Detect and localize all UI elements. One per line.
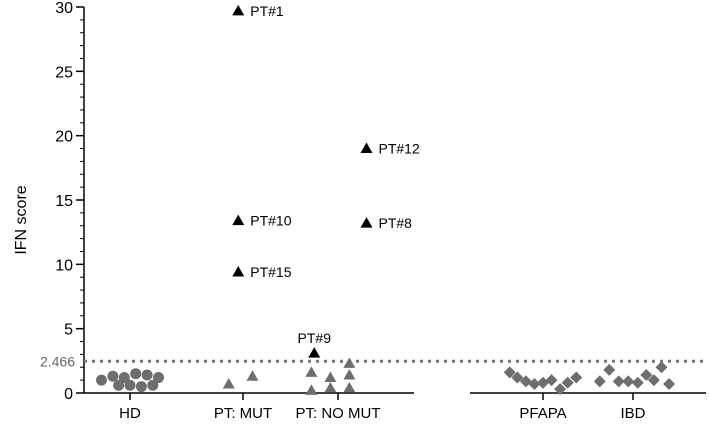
- triangle-marker: [232, 266, 245, 277]
- data-points: [96, 357, 676, 396]
- diamond-marker: [663, 377, 676, 390]
- x-category-label: PT: NO MUT: [296, 405, 381, 422]
- y-tick-label-0: 0: [64, 386, 73, 403]
- y-axis-title: IFN score: [13, 185, 30, 254]
- triangle-marker: [232, 4, 245, 16]
- circle-marker: [113, 379, 125, 391]
- diamond-marker: [655, 361, 668, 374]
- circle-marker: [141, 369, 153, 381]
- circle-marker: [147, 379, 159, 391]
- y-tick-label-20: 20: [55, 129, 73, 146]
- y-tick-label-5: 5: [64, 322, 73, 339]
- x-category-label: PFAPA: [519, 405, 566, 422]
- circle-marker: [135, 381, 147, 393]
- diamond-marker: [603, 363, 616, 376]
- triangle-marker: [343, 381, 356, 393]
- diamond-marker: [503, 366, 516, 379]
- point-label: PT#12: [379, 141, 420, 157]
- triangle-marker: [246, 370, 259, 381]
- diamond-marker: [612, 375, 625, 388]
- triangle-marker: [305, 366, 318, 377]
- circle-marker: [153, 372, 164, 384]
- x-category-label: PT: MUT: [214, 405, 272, 422]
- triangle-marker: [232, 214, 245, 226]
- circle-marker: [96, 374, 107, 386]
- diamond-marker: [593, 375, 606, 388]
- diamond-marker: [647, 374, 660, 387]
- circle-marker: [107, 370, 119, 382]
- diamond-marker: [561, 376, 574, 389]
- diamond-marker: [528, 377, 541, 390]
- diamond-marker: [554, 383, 567, 396]
- y-tick-label-15: 15: [55, 193, 73, 210]
- y-tick-label-25: 25: [55, 64, 73, 81]
- point-label: PT#9: [298, 330, 332, 346]
- diamond-marker: [511, 371, 524, 384]
- y-tick-label-30: 30: [55, 0, 73, 17]
- triangle-marker: [305, 384, 318, 395]
- diamond-marker: [545, 374, 558, 387]
- threshold-label: 2.466: [40, 353, 75, 369]
- triangle-marker: [222, 377, 235, 389]
- x-axes: HD PT: MUT PT: NO MUT PFAPA IBD: [84, 392, 706, 422]
- x-category-label: IBD: [620, 405, 645, 422]
- triangle-marker: [324, 381, 337, 393]
- triangle-marker: [324, 371, 337, 383]
- triangle-marker: [308, 347, 321, 358]
- point-label: PT#8: [379, 215, 413, 231]
- triangle-marker: [360, 142, 373, 154]
- x-category-label: HD: [119, 405, 141, 422]
- diamond-marker: [622, 375, 635, 388]
- diamond-marker: [631, 376, 644, 389]
- circle-marker: [118, 372, 130, 384]
- point-label: PT#15: [250, 264, 291, 280]
- y-tick-label-10: 10: [55, 257, 73, 274]
- y-ticks: 0 5 10 15 20 25 30: [55, 0, 84, 403]
- diamond-marker: [640, 368, 653, 381]
- triangle-marker: [360, 217, 373, 228]
- diamond-marker: [570, 371, 583, 384]
- circle-marker: [130, 368, 142, 380]
- point-label: PT#10: [250, 213, 291, 229]
- triangle-marker: [343, 368, 356, 380]
- triangle-marker: [343, 357, 356, 368]
- circle-marker: [124, 379, 136, 391]
- point-label: PT#1: [250, 3, 284, 19]
